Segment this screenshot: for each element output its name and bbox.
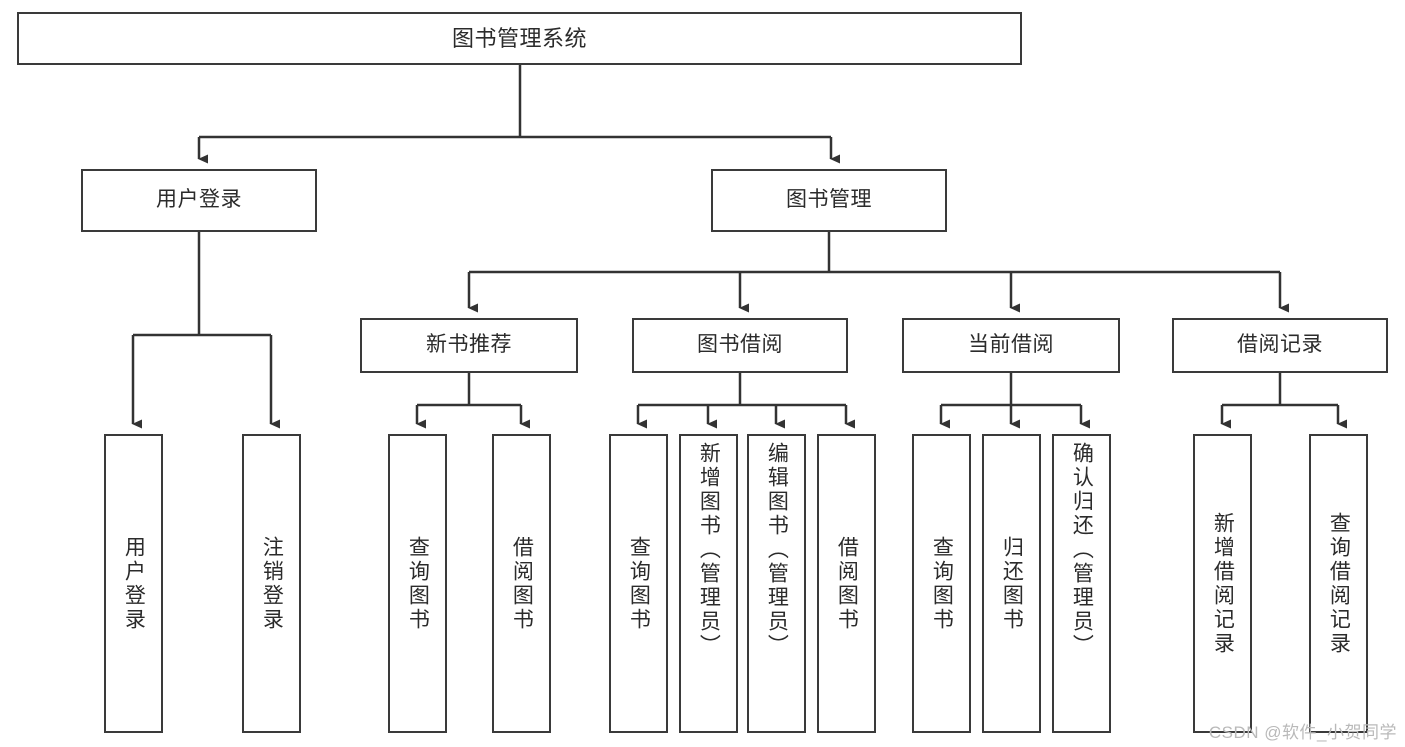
node-book-borrow[interactable]: 图书借阅 bbox=[632, 318, 848, 373]
leaf-return-book[interactable]: 归还图书 bbox=[982, 434, 1041, 733]
leaf-confirm-return-admin[interactable]: 确认归还（管理员） bbox=[1052, 434, 1111, 733]
node-book-management[interactable]: 图书管理 bbox=[711, 169, 947, 232]
node-borrow-record[interactable]: 借阅记录 bbox=[1172, 318, 1388, 373]
node-current-borrow[interactable]: 当前借阅 bbox=[902, 318, 1120, 373]
leaf-query-book-current[interactable]: 查询图书 bbox=[912, 434, 971, 733]
leaf-user-login[interactable]: 用户登录 bbox=[104, 434, 163, 733]
node-label: 用户登录 bbox=[156, 188, 242, 212]
node-label: 注销登录 bbox=[260, 535, 284, 632]
node-label: 借阅记录 bbox=[1237, 333, 1323, 357]
node-label: 图书借阅 bbox=[697, 333, 783, 357]
node-label: 借阅图书 bbox=[510, 535, 534, 632]
leaf-query-borrow-record[interactable]: 查询借阅记录 bbox=[1309, 434, 1368, 733]
node-label: 借阅图书 bbox=[835, 535, 859, 632]
node-label: 确认归还（管理员） bbox=[1070, 442, 1094, 658]
node-label: 新增借阅记录 bbox=[1211, 511, 1235, 656]
node-new-book-recommend[interactable]: 新书推荐 bbox=[360, 318, 578, 373]
node-label: 归还图书 bbox=[1000, 535, 1024, 632]
leaf-borrow-book-recommend[interactable]: 借阅图书 bbox=[492, 434, 551, 733]
leaf-query-book-borrow[interactable]: 查询图书 bbox=[609, 434, 668, 733]
node-label: 查询借阅记录 bbox=[1327, 511, 1351, 656]
leaf-add-borrow-record[interactable]: 新增借阅记录 bbox=[1193, 434, 1252, 733]
node-label: 图书管理系统 bbox=[451, 25, 587, 51]
node-label: 用户登录 bbox=[122, 535, 146, 632]
node-root-system[interactable]: 图书管理系统 bbox=[17, 12, 1022, 65]
node-label: 编辑图书（管理员） bbox=[765, 442, 789, 658]
node-label: 当前借阅 bbox=[968, 333, 1054, 357]
node-user-login[interactable]: 用户登录 bbox=[81, 169, 317, 232]
leaf-borrow-book[interactable]: 借阅图书 bbox=[817, 434, 876, 733]
node-label: 新书推荐 bbox=[426, 333, 512, 357]
watermark-text: CSDN @软件_小贺同学 bbox=[1208, 723, 1397, 742]
leaf-user-logout[interactable]: 注销登录 bbox=[242, 434, 301, 733]
node-label: 查询图书 bbox=[627, 535, 651, 632]
node-label: 查询图书 bbox=[406, 535, 430, 632]
leaf-edit-book-admin[interactable]: 编辑图书（管理员） bbox=[747, 434, 806, 733]
node-label: 新增图书（管理员） bbox=[697, 442, 721, 658]
leaf-query-book-recommend[interactable]: 查询图书 bbox=[388, 434, 447, 733]
leaf-add-book-admin[interactable]: 新增图书（管理员） bbox=[679, 434, 738, 733]
node-label: 图书管理 bbox=[786, 188, 872, 212]
node-label: 查询图书 bbox=[930, 535, 954, 632]
